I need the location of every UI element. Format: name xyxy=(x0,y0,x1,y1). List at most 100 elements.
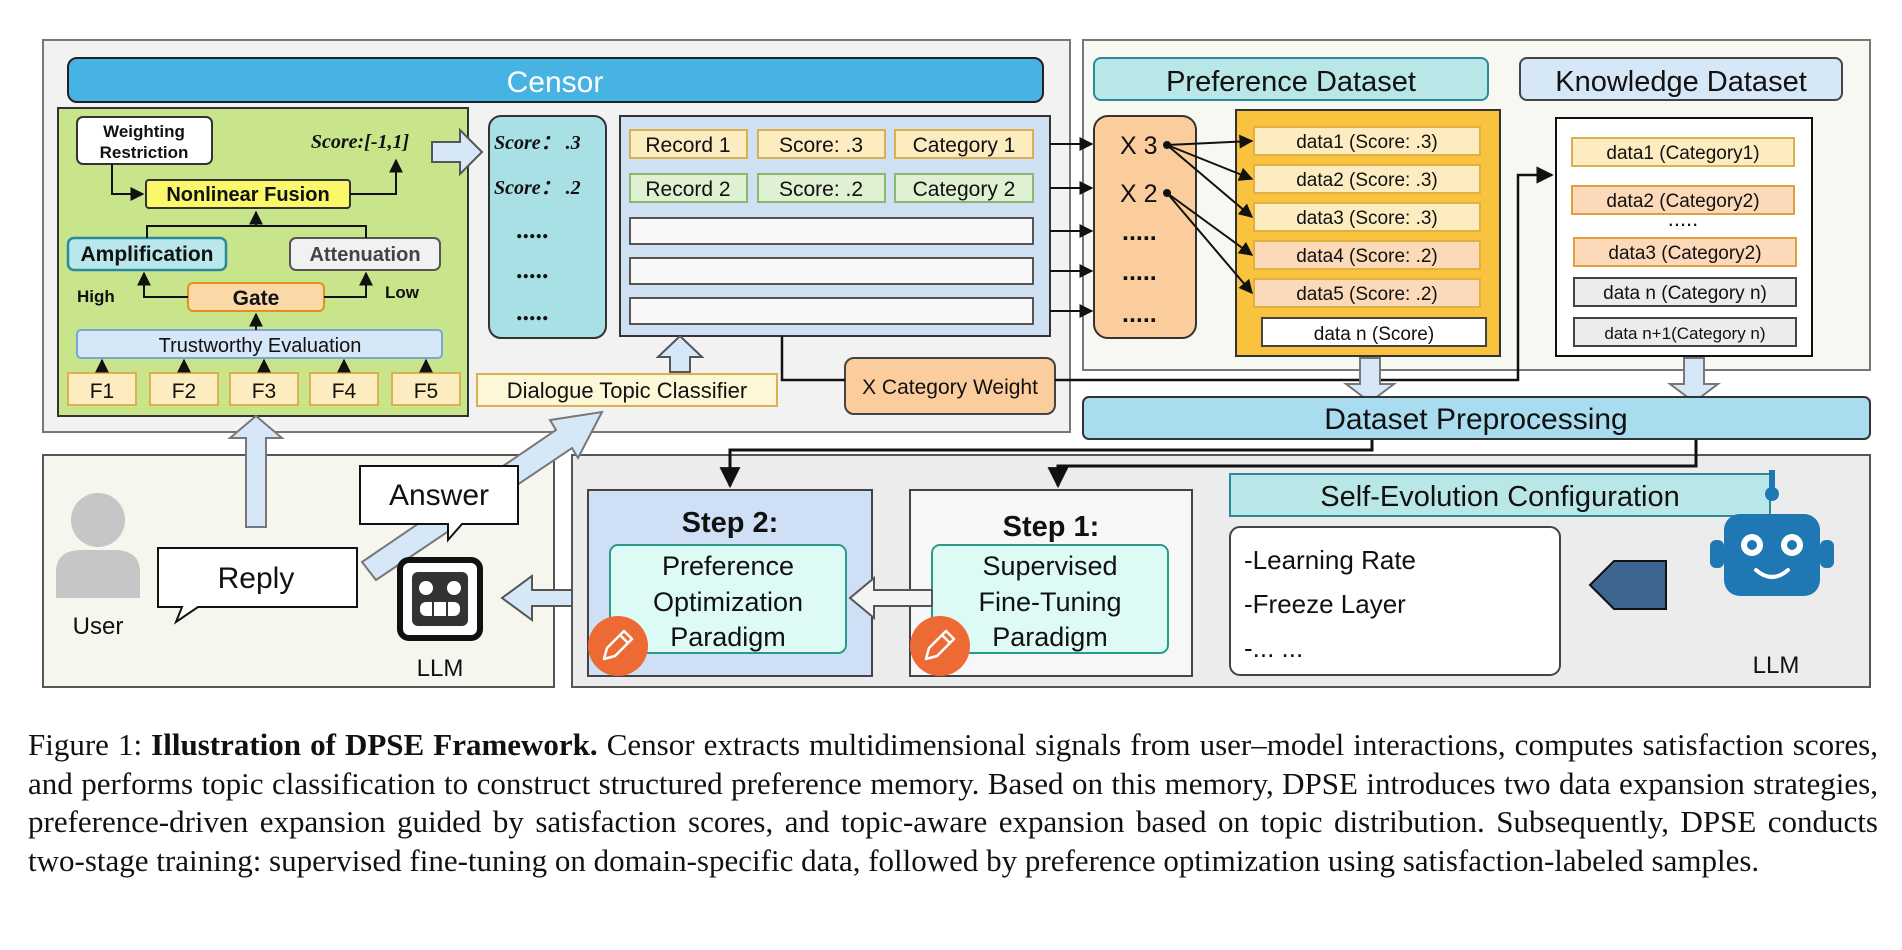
record-label: Record 1 xyxy=(645,134,730,157)
preference-dataset-title: Preference Dataset xyxy=(1166,66,1416,98)
answer-bubble: Answer xyxy=(359,465,519,543)
record-row-2: Record 2 Score: .2 Category 2 xyxy=(629,173,1034,203)
knowledge-item: data n+1(Category n) xyxy=(1604,324,1765,343)
step2-title: Step 2: xyxy=(682,507,779,539)
trustworthy-evaluation-label: Trustworthy Evaluation xyxy=(159,335,362,357)
step1-to-step2-arrow xyxy=(848,575,933,621)
step1-body-line: Supervised xyxy=(982,551,1117,581)
record-category: Category 1 xyxy=(913,134,1016,157)
weighting-restriction-box xyxy=(76,116,213,165)
record-label: Record 2 xyxy=(645,178,730,201)
score-list: Score： .3 Score： .2 ..... ..... ..... xyxy=(494,132,581,326)
caption-label: Figure 1: xyxy=(28,727,143,762)
dialogue-topic-classifier-box xyxy=(476,373,778,407)
feature-label: F1 xyxy=(90,380,115,403)
step2-body-line: Paradigm xyxy=(670,622,786,652)
reply-bubble: Reply xyxy=(157,547,358,625)
knowledge-item: data1 (Category1) xyxy=(1606,143,1759,164)
multiplier-item: ..... xyxy=(1122,300,1157,328)
step1-title: Step 1: xyxy=(1003,511,1100,543)
amplification-label: Amplification xyxy=(80,243,213,266)
feature-label: F2 xyxy=(172,380,197,403)
feature-box xyxy=(67,372,137,406)
figure-caption: Figure 1: Illustration of DPSE Framework… xyxy=(28,726,1878,880)
knowledge-dataset-items: data1 (Category1) data2 (Category2) ....… xyxy=(1571,137,1797,347)
step2-to-llm-arrow xyxy=(500,574,573,622)
feature-label: F4 xyxy=(332,380,357,403)
llm-label: LLM xyxy=(1753,652,1800,679)
pencil-icon[interactable] xyxy=(588,616,648,676)
attenuation-label: Attenuation xyxy=(309,244,420,266)
score-output-arrow xyxy=(431,127,484,177)
preference-item: data4 (Score: .2) xyxy=(1296,246,1438,267)
censor-title-bar xyxy=(67,57,1044,103)
score-list-item: ..... xyxy=(516,297,549,326)
config-item: -Freeze Layer xyxy=(1244,589,1406,619)
weighting-restriction-label-1: Weighting xyxy=(103,122,185,141)
score-range-label: Score:[-1,1] xyxy=(311,131,410,153)
category-weight-label: X Category Weight xyxy=(862,376,1038,399)
score-list-item: ..... xyxy=(516,255,549,284)
preference-item: data n (Score) xyxy=(1314,324,1434,345)
score-list-item: Score： .2 xyxy=(494,177,581,199)
pencil-icon[interactable] xyxy=(910,616,970,676)
knowledge-item: ..... xyxy=(1668,206,1699,231)
caption-text: Censor extracts multidimensional signals… xyxy=(28,727,1878,878)
caption-bold: Illustration of DPSE Framework. xyxy=(151,727,598,762)
preference-item: data5 (Score: .2) xyxy=(1296,284,1438,305)
classifier-arrow xyxy=(655,334,705,373)
trust-panel-arrows xyxy=(95,158,433,373)
score-list-box xyxy=(488,115,607,339)
dialogue-topic-classifier-label: Dialogue Topic Classifier xyxy=(507,378,748,403)
score-list-item: ..... xyxy=(516,215,549,244)
nonlinear-fusion-label: Nonlinear Fusion xyxy=(166,184,329,206)
multiplier-item: ..... xyxy=(1122,258,1157,286)
config-pointer-icon xyxy=(1588,560,1667,610)
multiplier-item: X 3 xyxy=(1120,132,1158,160)
robot-icon xyxy=(1710,470,1834,596)
reply-label: Reply xyxy=(218,562,295,595)
record-score: Score: .2 xyxy=(779,178,863,201)
preference-item: data1 (Score: .3) xyxy=(1296,132,1438,153)
preference-to-preprocessing-arrow xyxy=(1343,357,1397,404)
knowledge-to-preprocessing-arrow xyxy=(1667,357,1721,404)
knowledge-dataset-title: Knowledge Dataset xyxy=(1555,66,1807,98)
feature-box xyxy=(309,372,379,406)
high-label: High xyxy=(77,287,115,306)
knowledge-item: data2 (Category2) xyxy=(1606,191,1759,212)
answer-label: Answer xyxy=(389,479,489,512)
empty-record-row xyxy=(629,257,1034,285)
feature-label: F3 xyxy=(252,380,277,403)
multiplier-item: X 2 xyxy=(1120,180,1158,208)
feature-label: F5 xyxy=(414,380,439,403)
multiplier-item: ..... xyxy=(1122,218,1157,246)
multipliers: X 3 X 2 ..... ..... ..... xyxy=(1120,132,1158,328)
preference-item: data2 (Score: .3) xyxy=(1296,170,1438,191)
category-weight-arrows xyxy=(780,166,1554,382)
knowledge-dataset-title-box xyxy=(1519,57,1843,101)
feature-box xyxy=(149,372,219,406)
feature-box xyxy=(391,372,461,406)
step2-body-line: Optimization xyxy=(653,587,803,617)
category-weight-box xyxy=(844,357,1056,415)
self-evolution-title: Self-Evolution Configuration xyxy=(1320,481,1679,513)
score-list-item: Score： .3 xyxy=(494,132,581,154)
step1-body-line: Paradigm xyxy=(992,622,1108,652)
multiplier-fanout-arrows xyxy=(1163,134,1254,295)
preprocessing-arrows xyxy=(719,440,1698,489)
config-item: -... ... xyxy=(1244,633,1303,663)
user-to-censor-arrow xyxy=(227,414,285,528)
record-to-multiplier-arrows xyxy=(1050,137,1094,318)
knowledge-item: data n (Category n) xyxy=(1603,283,1767,304)
user-panel-llm-label: LLM xyxy=(417,655,464,682)
user-icon xyxy=(56,493,140,598)
feature-box xyxy=(229,372,299,406)
empty-record-row xyxy=(629,297,1034,325)
config-item: -Learning Rate xyxy=(1244,545,1416,575)
self-evolution-config-box xyxy=(1229,526,1561,676)
knowledge-item: data3 (Category2) xyxy=(1608,243,1761,264)
weighting-restriction-label-2: Restriction xyxy=(100,143,189,162)
step2-body-box xyxy=(609,544,847,654)
censor-title: Censor xyxy=(507,66,604,99)
